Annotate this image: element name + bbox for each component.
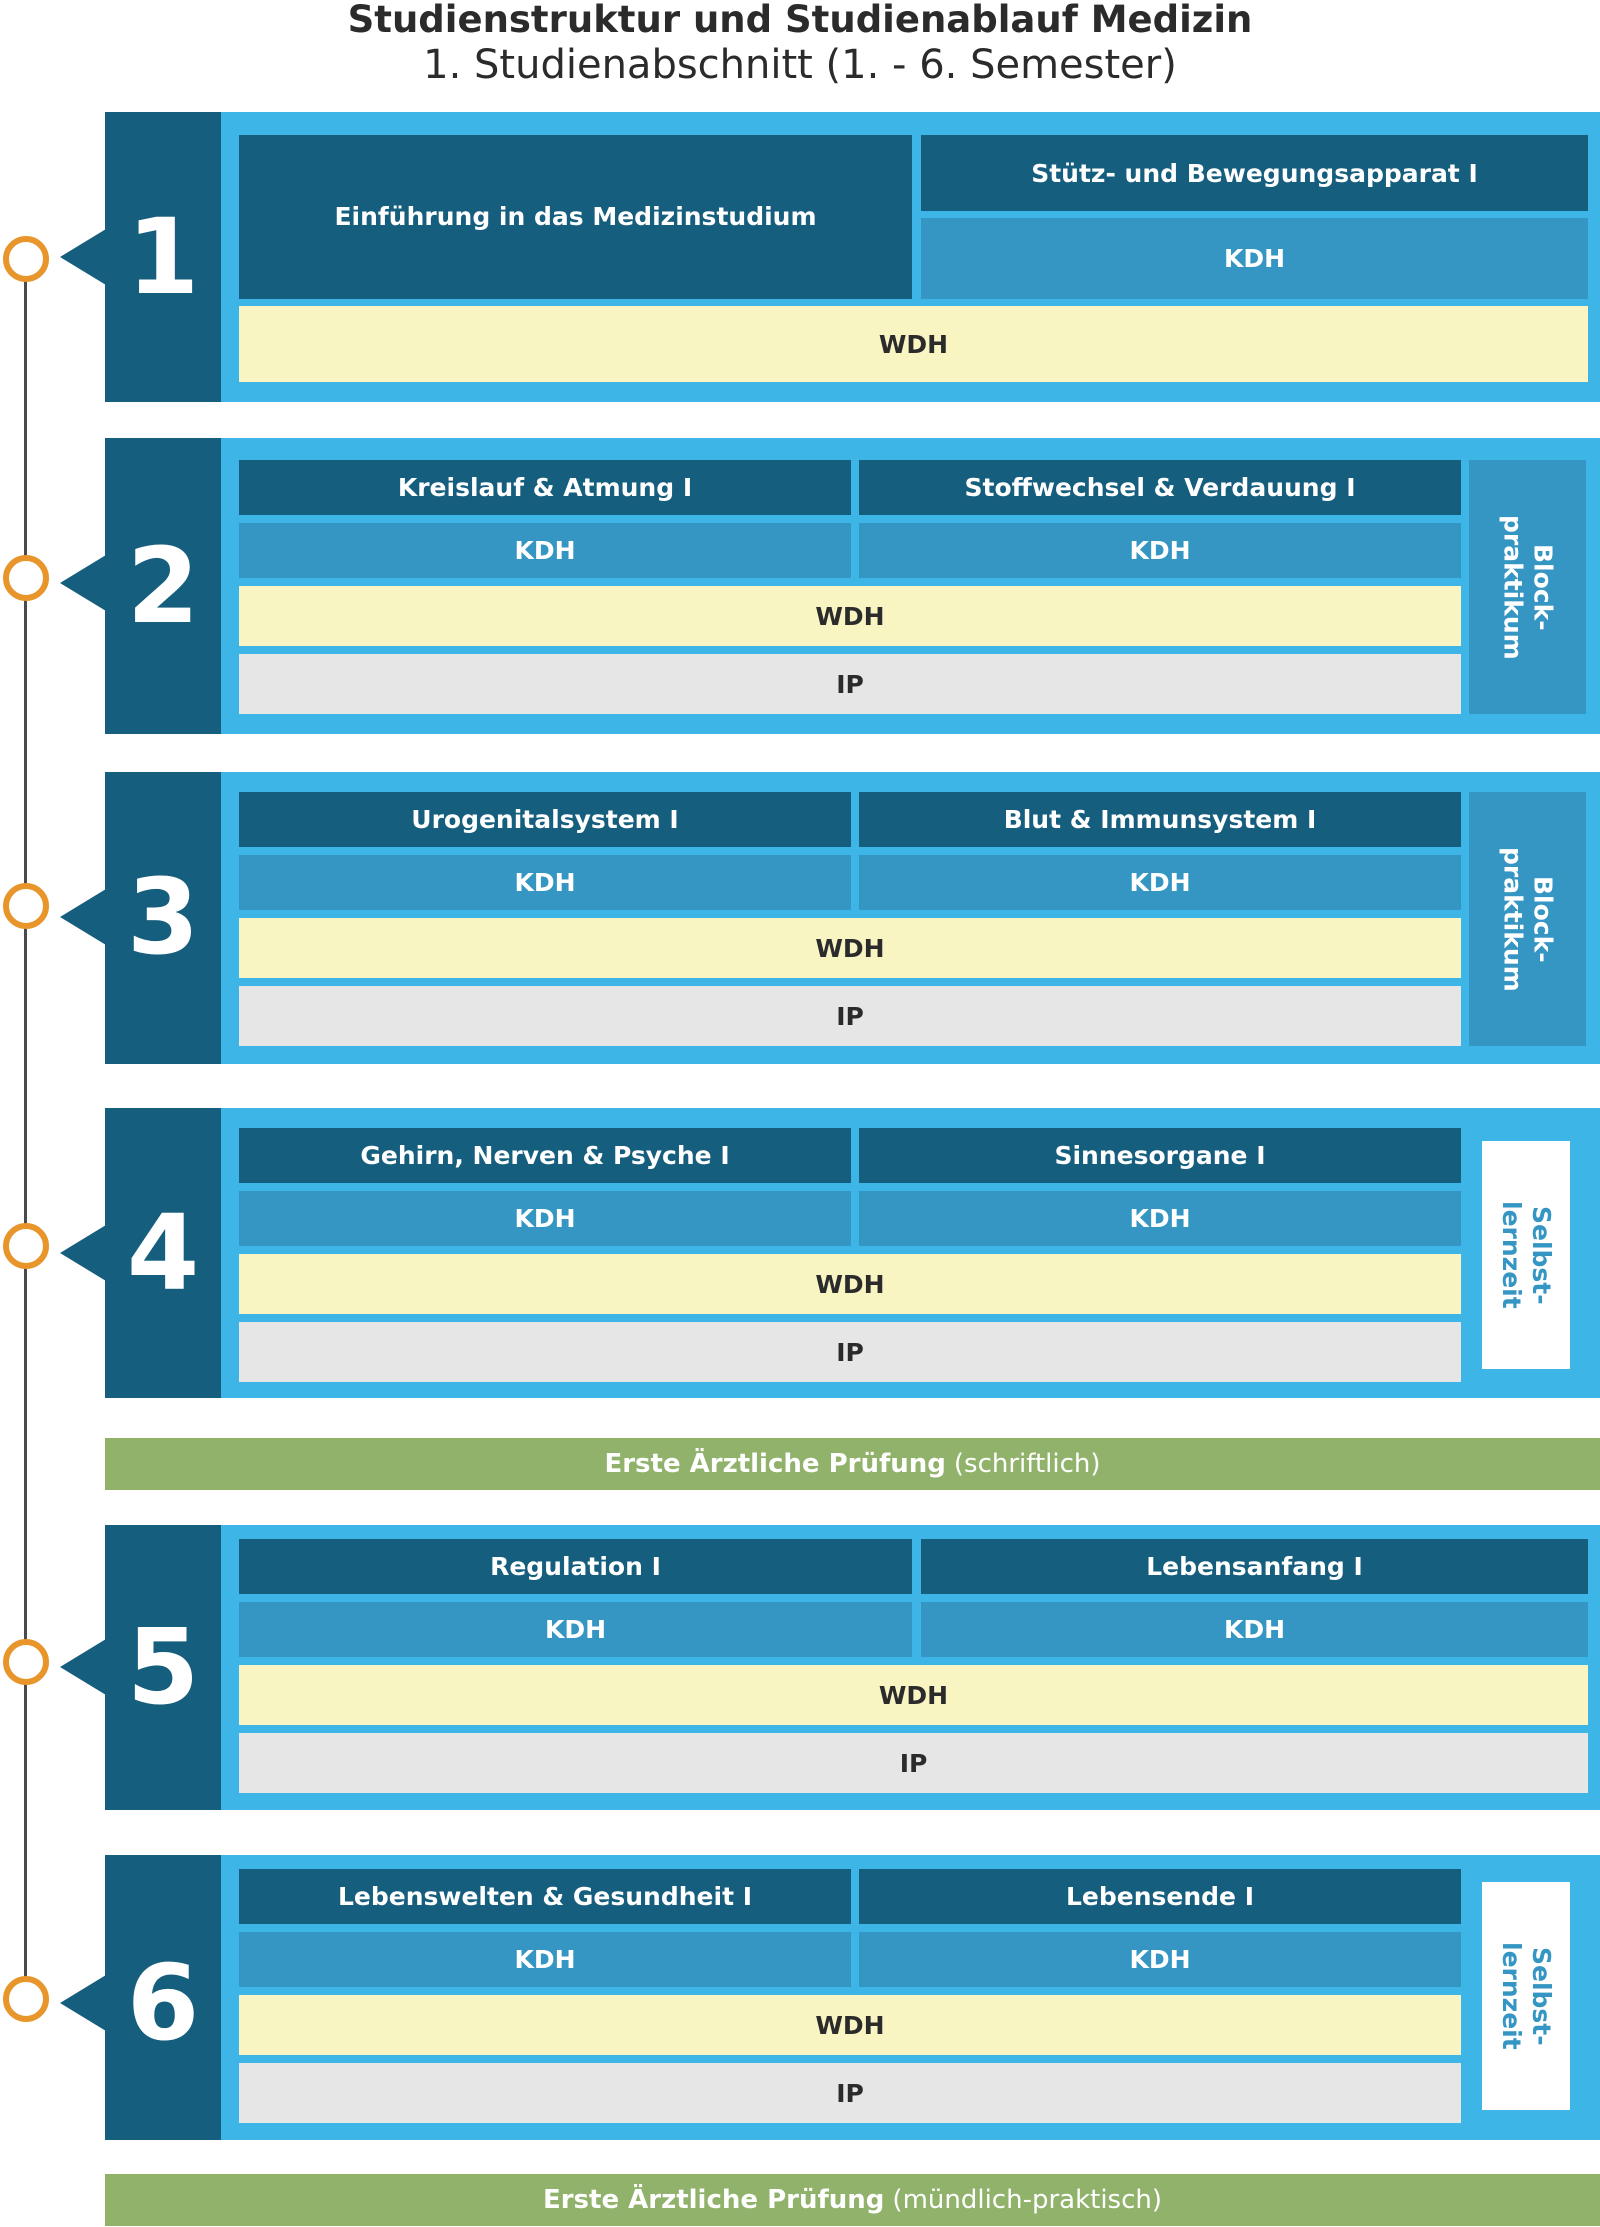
semester-tab: 5 [60, 1525, 221, 1810]
semester-tab: 3 [60, 772, 221, 1064]
ip-block: IP [239, 1322, 1461, 1382]
kdh-block: KDH [239, 1191, 851, 1246]
semester-5: 5 Regulation I Lebensanfang I KDH KDH WD… [60, 1525, 1600, 1810]
ip-block: IP [239, 654, 1461, 714]
pointer-arrow [60, 555, 106, 611]
wdh-block: WDH [239, 1995, 1461, 2055]
wdh-block: WDH [239, 1254, 1461, 1314]
timeline-marker-4 [3, 1223, 49, 1269]
semester-tab: 6 [60, 1855, 221, 2140]
timeline-marker-2 [3, 555, 49, 601]
semester-number: 5 [126, 1606, 200, 1728]
exam-oral-practical: Erste Ärztliche Prüfung (mündlich-prakti… [105, 2174, 1600, 2226]
module-lifeworlds-health: Lebenswelten & Gesundheit I [239, 1869, 851, 1924]
module-brain-nerves: Gehirn, Nerven & Psyche I [239, 1128, 851, 1183]
module-end-of-life: Lebensende I [859, 1869, 1461, 1924]
module-intro: Einführung in das Medizinstudium [239, 135, 912, 299]
page-subtitle: 1. Studienabschnitt (1. - 6. Semester) [423, 42, 1177, 88]
self-study-label: Selbst- lernzeit [1497, 1942, 1556, 2050]
pointer-arrow [60, 889, 106, 945]
semester-2: 2 Kreislauf & Atmung I Stoffwechsel & Ve… [60, 438, 1600, 734]
semester-tab: 2 [60, 438, 221, 734]
exam-label: Erste Ärztliche Prüfung [604, 1449, 946, 1479]
block-practical: Block- praktikum [1469, 460, 1586, 714]
semester-6: 6 Lebenswelten & Gesundheit I Lebensende… [60, 1855, 1600, 2140]
wdh-block: WDH [239, 586, 1461, 646]
ip-block: IP [239, 2063, 1461, 2123]
semester-tab: 1 [60, 112, 221, 402]
self-study-label: Selbst- lernzeit [1497, 1201, 1556, 1309]
module-circulation: Kreislauf & Atmung I [239, 460, 851, 515]
exam-label: Erste Ärztliche Prüfung [542, 2185, 885, 2215]
kdh-block: KDH [859, 1191, 1461, 1246]
semester-number: 3 [126, 856, 200, 978]
kdh-block: KDH [239, 523, 851, 578]
kdh-block: KDH [859, 523, 1461, 578]
module-sensory-organs: Sinnesorgane I [859, 1128, 1461, 1183]
exam-mode: (schriftlich) [953, 1449, 1101, 1479]
kdh-block: KDH [859, 855, 1461, 910]
semester-number: 1 [126, 196, 200, 318]
pointer-arrow [60, 1975, 106, 2031]
kdh-block: KDH [239, 1932, 851, 1987]
self-study-time: Selbst- lernzeit [1482, 1882, 1570, 2110]
semester-tab: 4 [60, 1108, 221, 1398]
semester-number: 6 [126, 1942, 200, 2064]
module-urogenital: Urogenitalsystem I [239, 792, 851, 847]
module-beginning-of-life: Lebensanfang I [921, 1539, 1588, 1594]
wdh-block: WDH [239, 918, 1461, 978]
self-study-time: Selbst- lernzeit [1482, 1141, 1570, 1369]
timeline-marker-1 [3, 236, 49, 282]
exam-mode: (mündlich-praktisch) [892, 2185, 1163, 2215]
module-blood-immune: Blut & Immunsystem I [859, 792, 1461, 847]
page-title: Studienstruktur und Studienablauf Medizi… [347, 0, 1253, 41]
kdh-block: KDH [921, 218, 1588, 299]
kdh-block: KDH [921, 1602, 1588, 1657]
module-metabolism: Stoffwechsel & Verdauung I [859, 460, 1461, 515]
timeline-marker-6 [3, 1976, 49, 2022]
wdh-block: WDH [239, 306, 1588, 382]
timeline-marker-3 [3, 883, 49, 929]
block-practical-label: Block- praktikum [1498, 514, 1558, 660]
semester-number: 2 [126, 525, 200, 647]
semester-1: 1 Einführung in das Medizinstudium Stütz… [60, 112, 1600, 402]
ip-block: IP [239, 986, 1461, 1046]
pointer-arrow [60, 1639, 106, 1695]
timeline-marker-5 [3, 1639, 49, 1685]
kdh-block: KDH [859, 1932, 1461, 1987]
block-practical: Block- praktikum [1469, 792, 1586, 1046]
semester-3: 3 Urogenitalsystem I Blut & Immunsystem … [60, 772, 1600, 1064]
pointer-arrow [60, 1225, 106, 1281]
module-musculoskeletal: Stütz- und Bewegungsapparat I [921, 135, 1588, 211]
timeline-line [24, 270, 27, 1990]
semester-number: 4 [126, 1192, 200, 1314]
block-practical-label: Block- praktikum [1498, 846, 1558, 992]
kdh-block: KDH [239, 855, 851, 910]
semester-4: 4 Gehirn, Nerven & Psyche I Sinnesorgane… [60, 1108, 1600, 1398]
kdh-block: KDH [239, 1602, 912, 1657]
ip-block: IP [239, 1733, 1588, 1793]
exam-written: Erste Ärztliche Prüfung (schriftlich) [105, 1438, 1600, 1490]
wdh-block: WDH [239, 1665, 1588, 1725]
module-regulation: Regulation I [239, 1539, 912, 1594]
pointer-arrow [60, 229, 106, 285]
